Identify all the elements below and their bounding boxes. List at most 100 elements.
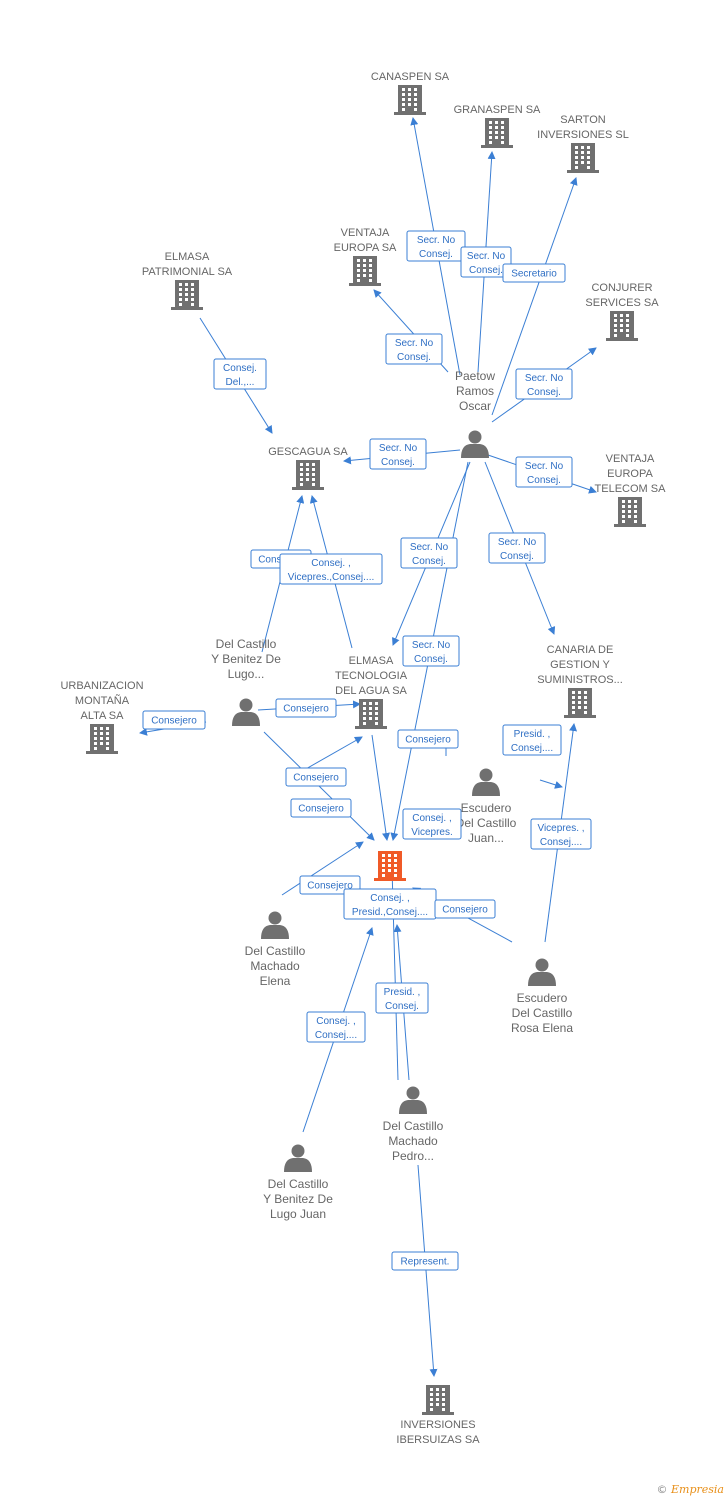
company-icon-elmasa_tecnologia[interactable] [355, 699, 387, 729]
relation-label-r14[interactable]: Consejero [142, 710, 206, 730]
company-icon-canaspen[interactable] [394, 85, 426, 115]
company-label-canaspen[interactable]: CANASPEN SA [371, 71, 450, 83]
company-icon-ventaja_telecom[interactable] [614, 497, 646, 527]
person-icon-dcbl_juan[interactable] [284, 1144, 312, 1173]
company-label-elmasa_patrimonial[interactable]: ELMASA [165, 251, 210, 263]
company-icon-inversiones[interactable] [422, 1385, 454, 1415]
company-label-sarton[interactable]: SARTON [560, 114, 605, 126]
person-label-paetow[interactable]: Paetow [455, 369, 495, 383]
company-label-granaspen[interactable]: GRANASPEN SA [454, 104, 541, 116]
relation-label-r25[interactable]: Consej. ,Consej.... [306, 1011, 366, 1043]
company-label-elmasa_tecnologia[interactable]: DEL AGUA SA [335, 685, 407, 697]
person-label-dcbl_juan[interactable]: Lugo Juan [270, 1207, 326, 1221]
relation-label-r17[interactable]: Consejero [290, 798, 352, 818]
relation-edge-r19 [371, 734, 390, 841]
company-label-elmasa_tecnologia[interactable]: ELMASA [349, 655, 394, 667]
company-label-elmasa_patrimonial[interactable]: PATRIMONIAL SA [142, 266, 233, 278]
person-label-escudero_rosa[interactable]: Rosa Elena [511, 1021, 573, 1035]
relation-label-r21[interactable]: Consej. ,Presid.,Consej.... [343, 888, 437, 920]
person-label-escudero_juan[interactable]: Escudero [461, 801, 512, 815]
relation-text: Del.,... [226, 377, 255, 388]
person-label-dcbl[interactable]: Del Castillo [216, 637, 277, 651]
relation-text: Consej. [527, 387, 561, 398]
company-icon-sarton[interactable] [567, 143, 599, 173]
company-label-inversiones[interactable]: IBERSUIZAS SA [396, 1434, 480, 1446]
person-label-paetow[interactable]: Oscar [459, 399, 491, 413]
person-icon-machado_elena[interactable] [261, 911, 289, 940]
company-label-ventaja_telecom[interactable]: EUROPA [607, 468, 653, 480]
person-label-dcbl[interactable]: Y Benitez De [211, 652, 281, 666]
company-label-sarton[interactable]: INVERSIONES SL [537, 129, 629, 141]
relation-text: Consejero [283, 704, 329, 715]
relation-label-r15[interactable]: Consejero [275, 698, 337, 718]
company-label-urbanizacion[interactable]: MONTAÑA [75, 694, 130, 707]
person-label-escudero_rosa[interactable]: Escudero [517, 991, 568, 1005]
relation-label-r13[interactable]: Consej. ,Vicepres.,Consej.... [279, 553, 383, 585]
person-icon-machado_pedro[interactable] [399, 1086, 427, 1115]
relation-text: Secr. No [525, 461, 564, 472]
person-icon-paetow[interactable] [461, 430, 489, 459]
person-label-machado_pedro[interactable]: Pedro... [392, 1149, 434, 1163]
relation-text: Secretario [511, 269, 557, 280]
company-label-elmasa_tecnologia[interactable]: TECNOLOGIA [335, 670, 408, 682]
person-label-machado_pedro[interactable]: Del Castillo [383, 1119, 444, 1133]
relation-label-r3[interactable]: Secretario [502, 263, 566, 283]
relation-text: Consej. , [370, 893, 409, 904]
company-label-conjurer[interactable]: CONJURER [591, 282, 652, 294]
company-label-conjurer[interactable]: SERVICES SA [585, 297, 659, 309]
relation-label-r23[interactable]: Presid. ,Consej.... [502, 724, 562, 756]
relation-label-r18[interactable]: Consejero [397, 729, 459, 749]
company-icon-urbanizacion[interactable] [86, 724, 118, 754]
relation-label-r27[interactable]: Represent. [391, 1251, 459, 1271]
person-label-escudero_juan[interactable]: Juan... [468, 831, 504, 845]
company-label-inversiones[interactable]: INVERSIONES [400, 1419, 475, 1431]
person-label-paetow[interactable]: Ramos [456, 384, 494, 398]
company-label-ventaja_telecom[interactable]: TELECOM SA [595, 483, 667, 495]
relation-label-r26[interactable]: Presid. ,Consej. [375, 982, 429, 1014]
relation-label-r11[interactable]: Consej.Del.,... [213, 358, 267, 390]
brand-logo[interactable]: Empresia [671, 1483, 724, 1496]
person-label-escudero_juan[interactable]: Del Castillo [456, 816, 517, 830]
company-icon-conjurer[interactable] [606, 311, 638, 341]
company-label-ventaja_europa[interactable]: EUROPA SA [334, 242, 397, 254]
person-icon-escudero_juan[interactable] [472, 768, 500, 797]
relation-label-r22[interactable]: Consejero [434, 899, 496, 919]
person-label-dcbl[interactable]: Lugo... [228, 667, 265, 681]
company-label-canaria[interactable]: CANARIA DE [547, 644, 614, 656]
person-label-machado_elena[interactable]: Elena [260, 974, 291, 988]
person-icon-escudero_rosa[interactable] [528, 958, 556, 987]
person-label-machado_elena[interactable]: Del Castillo [245, 944, 306, 958]
person-label-machado_pedro[interactable]: Machado [388, 1134, 438, 1148]
person-label-escudero_rosa[interactable]: Del Castillo [512, 1006, 573, 1020]
person-label-dcbl_juan[interactable]: Del Castillo [268, 1177, 329, 1191]
company-label-ventaja_telecom[interactable]: VENTAJA [606, 453, 655, 465]
relation-label-r16[interactable]: Consejero [285, 767, 347, 787]
company-icon-gescagua[interactable] [292, 460, 324, 490]
company-icon-canaria[interactable] [564, 688, 596, 718]
company-icon-ventaja_europa[interactable] [349, 256, 381, 286]
company-icon-granaspen[interactable] [481, 118, 513, 148]
company-icon-focus[interactable] [374, 851, 406, 881]
company-icon-elmasa_patrimonial[interactable] [171, 280, 203, 310]
relation-text: Presid. , [384, 987, 421, 998]
person-label-dcbl_juan[interactable]: Y Benitez De [263, 1192, 333, 1206]
company-label-gescagua[interactable]: GESCAGUA SA [268, 446, 348, 458]
person-icon-dcbl[interactable] [232, 698, 260, 727]
company-label-urbanizacion[interactable]: URBANIZACION [60, 680, 143, 692]
company-label-canaria[interactable]: SUMINISTROS... [537, 674, 623, 686]
relation-label-r24[interactable]: Vicepres. ,Consej.... [530, 818, 592, 850]
company-label-urbanizacion[interactable]: ALTA SA [80, 710, 124, 722]
relation-label-r19[interactable]: Consej. ,Vicepres. [402, 808, 462, 840]
company-label-ventaja_europa[interactable]: VENTAJA [341, 227, 390, 239]
person-label-machado_elena[interactable]: Machado [250, 959, 300, 973]
company-label-canaria[interactable]: GESTION Y [550, 659, 610, 671]
